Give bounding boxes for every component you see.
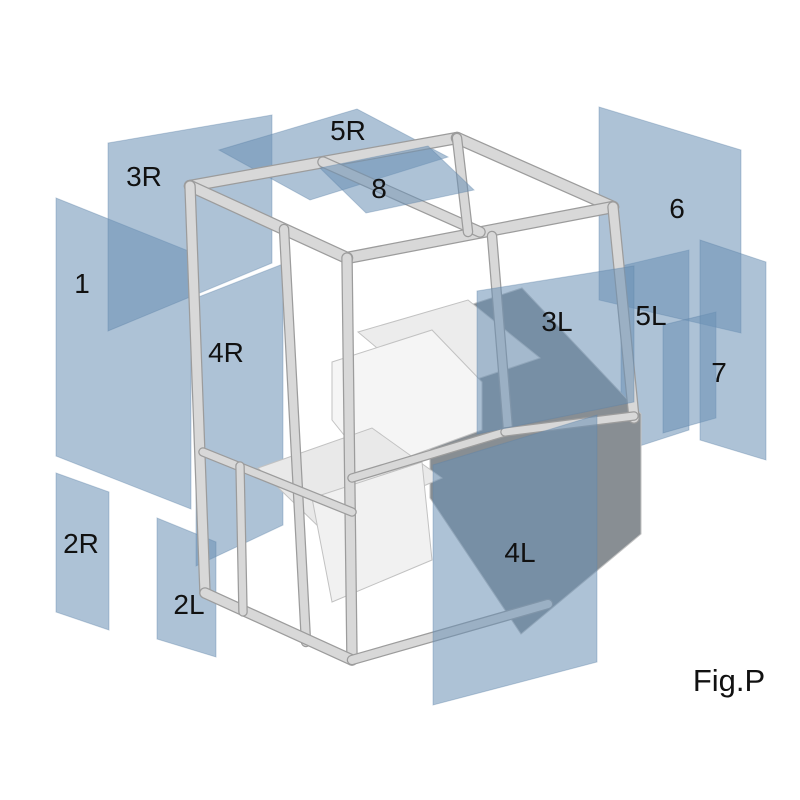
frame-beam-9 (280, 225, 310, 646)
figure-caption: Fig.P (693, 663, 765, 698)
glass-panel-2R (55, 472, 110, 631)
frame-beam-3 (185, 181, 352, 263)
frame-beam-5 (185, 181, 210, 598)
front-floor (311, 461, 433, 603)
frame-beam-13 (199, 448, 356, 516)
panel-label-7: 7 (711, 357, 727, 388)
frame-beam-11 (200, 588, 357, 665)
frame-beam-6 (342, 253, 357, 665)
glass-panel-4L (432, 414, 598, 706)
panel-label-4R: 4R (208, 337, 244, 368)
frame-beam-14 (236, 462, 247, 616)
panel-label-3R: 3R (126, 161, 162, 192)
panel-label-3L: 3L (541, 306, 572, 337)
glass-panel-3L (476, 265, 635, 435)
frame-beam-1 (452, 133, 618, 212)
panel-label-2R: 2R (63, 528, 99, 559)
panel-label-6: 6 (669, 193, 685, 224)
panel-label-5R: 5R (330, 115, 366, 146)
panel-label-2L: 2L (173, 589, 204, 620)
panel-label-1: 1 (74, 268, 90, 299)
glass-panel-8 (318, 145, 476, 214)
glass-panel-7b (699, 239, 767, 461)
panel-label-5L: 5L (635, 300, 666, 331)
panel-label-8: 8 (371, 173, 387, 204)
frame-beam-15 (348, 428, 509, 482)
panel-label-4L: 4L (504, 537, 535, 568)
